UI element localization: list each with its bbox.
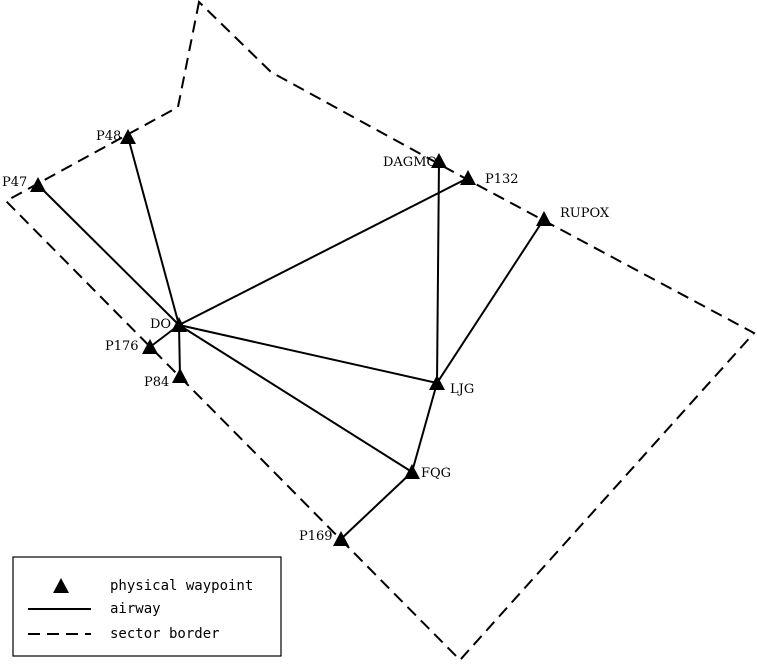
airway-p47-do <box>37 184 180 326</box>
legend: physical waypoint airway sector border <box>12 556 282 657</box>
waypoint-marker-dagmo <box>431 153 447 168</box>
airway-do-ljg <box>178 324 438 384</box>
waypoint-marker-fqg <box>404 464 420 479</box>
waypoint-label-p176: P176 <box>105 339 139 354</box>
waypoint-label-p84: P84 <box>144 375 169 390</box>
waypoint-label-dagmo: DAGMO <box>383 155 437 170</box>
airway-p48-do <box>127 136 180 326</box>
waypoint-marker-p47 <box>30 177 46 192</box>
airway-ljg-fqg <box>411 382 438 473</box>
airway-fqg-p169 <box>340 471 413 540</box>
airway-do-fqg <box>178 324 413 473</box>
waypoint-label-p48: P48 <box>96 129 121 144</box>
waypoint-marker-p176 <box>142 339 158 354</box>
waypoint-label-do: DO <box>150 317 171 332</box>
sector-border <box>4 0 756 662</box>
legend-airway-label: airway <box>110 601 161 617</box>
waypoint-label-rupox: RUPOX <box>560 206 610 221</box>
waypoint-label-p169: P169 <box>299 529 333 544</box>
legend-box <box>12 556 282 657</box>
airway-rupox-ljg <box>436 218 545 384</box>
waypoint-label-ljg: LJG <box>450 382 474 397</box>
waypoint-marker-ljg <box>429 375 445 390</box>
waypoint-marker-rupox <box>536 211 552 226</box>
waypoint-marker-do <box>171 317 187 332</box>
waypoint-marker-p84 <box>172 368 188 383</box>
waypoint-marker-p48 <box>120 129 136 144</box>
legend-waypoint-icon <box>53 578 69 593</box>
waypoint-label-fqg: FQG <box>421 466 451 481</box>
legend-waypoint-label: physical waypoint <box>110 578 253 594</box>
waypoint-marker-p132 <box>460 170 476 185</box>
airway-do-p84 <box>178 324 181 377</box>
waypoint-label-p47: P47 <box>2 175 27 190</box>
airway-do-p132 <box>178 177 469 326</box>
airway-dagmo-ljg <box>436 160 440 384</box>
airways <box>37 136 545 540</box>
waypoint-marker-p169 <box>333 531 349 546</box>
waypoint-label-p132: P132 <box>485 172 519 187</box>
legend-border-label: sector border <box>110 626 220 642</box>
